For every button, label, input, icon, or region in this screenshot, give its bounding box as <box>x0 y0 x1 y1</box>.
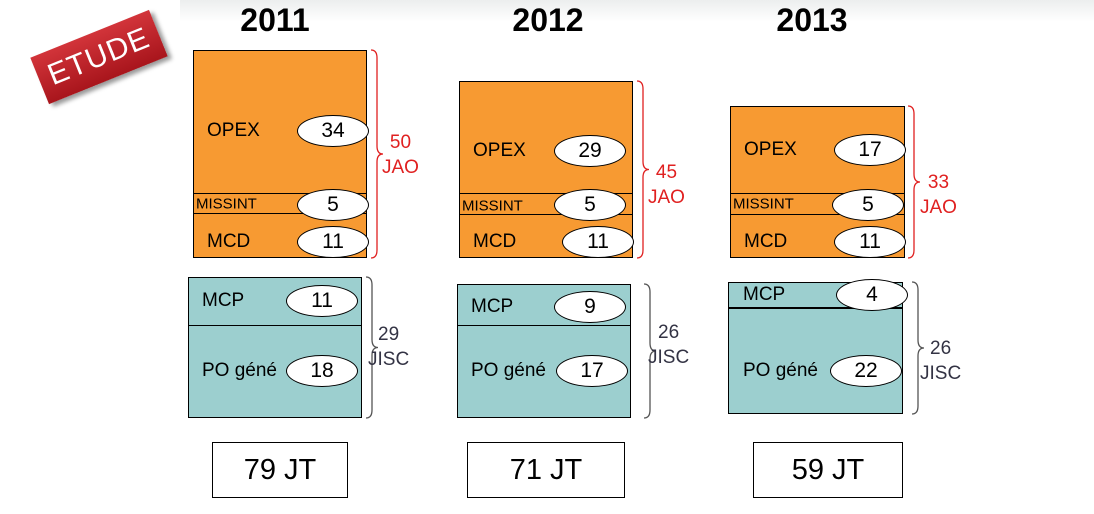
opex-label: OPEX <box>207 120 260 141</box>
po-gene-value: 17 <box>556 355 628 387</box>
mcd-value: 11 <box>297 226 369 258</box>
mcd-value: 11 <box>562 226 634 258</box>
mcp-value: 4 <box>836 279 908 311</box>
missint-label: MISSINT <box>462 197 523 215</box>
po-gene-label: PO géné <box>471 360 546 381</box>
grand-total: 59 JT <box>753 442 903 498</box>
year-heading: 2012 <box>512 2 584 38</box>
mcp-value: 11 <box>286 285 358 317</box>
po-gene-label: PO géné <box>743 360 818 381</box>
mcp-label: MCP <box>202 290 245 311</box>
divider <box>730 214 905 215</box>
opex-label: OPEX <box>744 139 797 160</box>
missint-label: MISSINT <box>733 195 794 213</box>
mcd-value: 11 <box>834 226 906 258</box>
mcp-label: MCP <box>743 284 786 305</box>
jisc-brace <box>643 283 657 419</box>
header-bar <box>180 0 1094 22</box>
opex-value: 29 <box>554 135 626 167</box>
divider <box>457 325 631 326</box>
opex-label: OPEX <box>473 140 526 161</box>
divider <box>459 214 633 215</box>
mcp-label: MCP <box>471 296 514 317</box>
jisc-value: 26 <box>658 322 680 343</box>
missint-label: MISSINT <box>196 195 257 213</box>
missint-value: 5 <box>554 189 626 221</box>
jao-value: 33 <box>927 172 950 193</box>
jisc-unit: JISC <box>368 349 410 370</box>
jisc-value: 29 <box>378 324 400 345</box>
opex-value: 17 <box>834 134 906 166</box>
divider <box>728 307 903 309</box>
mcp-value: 9 <box>554 291 626 323</box>
jao-brace <box>907 105 921 259</box>
po-gene-label: PO géné <box>202 360 277 381</box>
jisc-unit: JISC <box>920 363 962 384</box>
mcd-label: MCD <box>744 231 788 252</box>
jao-box <box>459 81 633 258</box>
jao-unit: JAO <box>382 157 419 178</box>
jisc-brace <box>911 281 925 415</box>
mcd-label: MCD <box>207 231 251 252</box>
jao-brace <box>636 80 650 259</box>
divider <box>188 325 362 326</box>
jao-value: 45 <box>655 162 678 183</box>
jao-box <box>193 50 367 258</box>
jao-value: 50 <box>389 132 412 153</box>
jao-brace <box>370 49 384 259</box>
jao-box <box>730 106 905 258</box>
jao-unit: JAO <box>920 197 957 218</box>
jisc-unit: JISC <box>648 347 690 368</box>
divider <box>193 213 367 214</box>
missint-value: 5 <box>832 189 904 221</box>
po-gene-value: 22 <box>830 355 902 387</box>
jao-unit: JAO <box>648 187 685 208</box>
year-heading: 2013 <box>776 2 848 38</box>
divider <box>459 193 633 194</box>
mcd-label: MCD <box>473 231 517 252</box>
jisc-value: 26 <box>930 338 952 359</box>
po-gene-value: 18 <box>286 355 358 387</box>
grand-total: 79 JT <box>212 442 348 498</box>
divider <box>730 193 905 194</box>
missint-value: 5 <box>297 189 369 221</box>
year-heading: 2011 <box>240 2 310 38</box>
grand-total: 71 JT <box>467 442 625 498</box>
divider <box>193 193 367 194</box>
opex-value: 34 <box>297 115 369 147</box>
jisc-brace <box>365 276 379 419</box>
